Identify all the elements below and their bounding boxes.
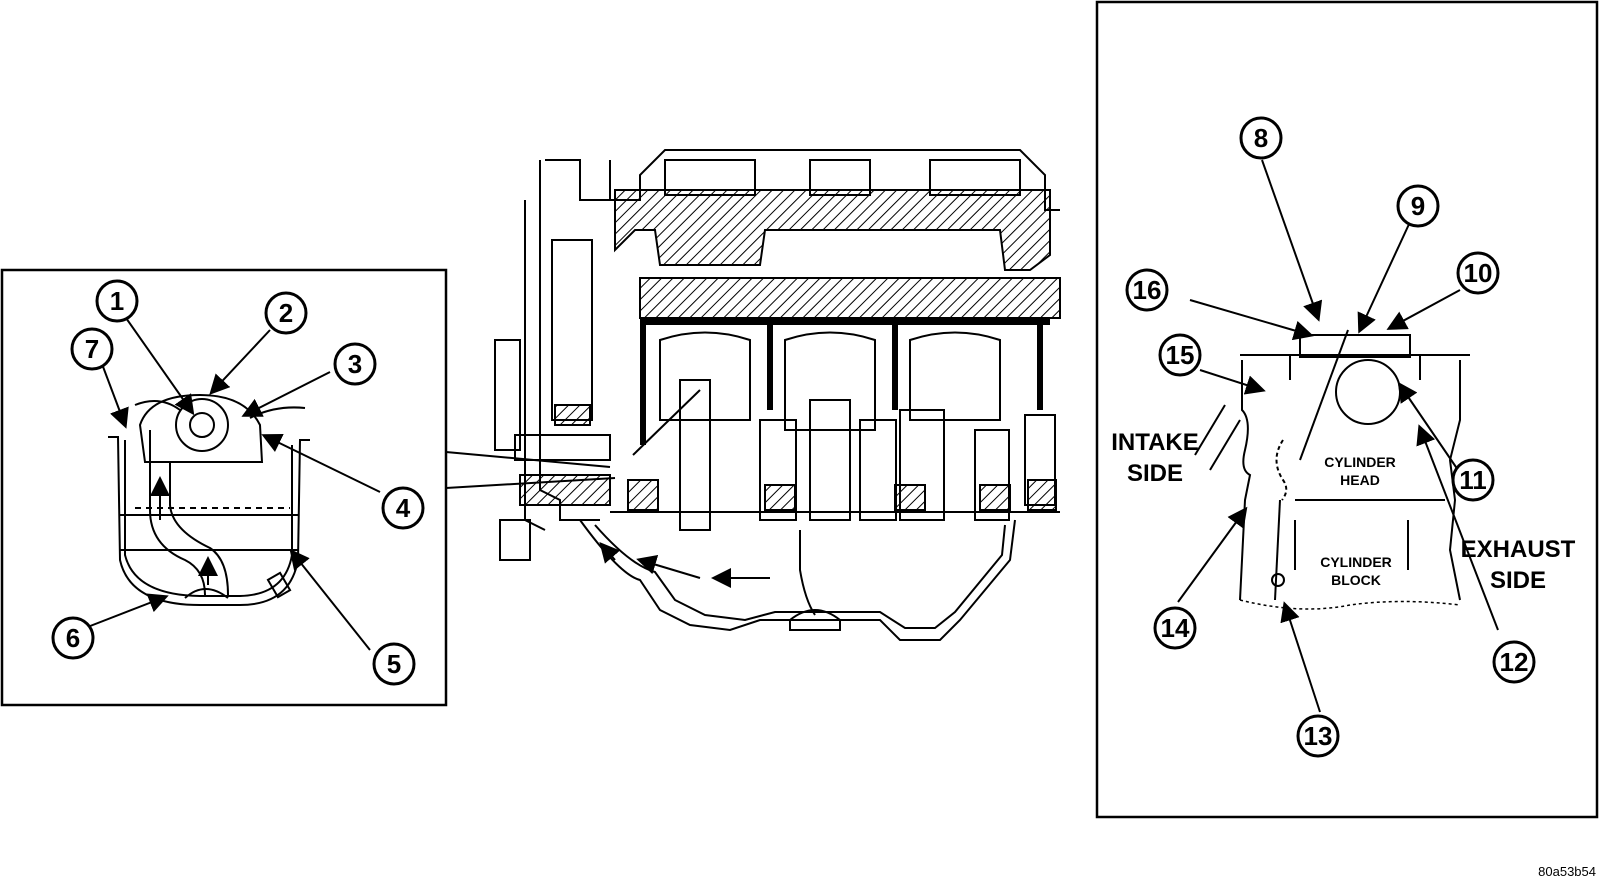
callout-4-label: 4	[396, 493, 411, 523]
callout-12: 12	[1492, 640, 1536, 684]
callout-8: 8	[1239, 116, 1283, 160]
callout-2: 2	[264, 291, 308, 335]
callout-13: 13	[1296, 714, 1340, 758]
intake-side-label-line2: SIDE	[1127, 460, 1183, 487]
callout-5-label: 5	[387, 649, 401, 679]
cylinder-block-label-line2: BLOCK	[1331, 572, 1381, 588]
cylinder-head-inset	[1095, 0, 1599, 819]
callout-9-label: 9	[1411, 191, 1425, 221]
engine-cross-section	[494, 149, 1061, 641]
callout-15-label: 15	[1166, 340, 1195, 370]
callout-14-label: 14	[1161, 613, 1190, 643]
callout-12-label: 12	[1500, 647, 1529, 677]
callout-1: 1	[95, 279, 139, 323]
callout-14: 14	[1153, 606, 1197, 650]
callout-7: 7	[70, 327, 114, 371]
callout-6-label: 6	[66, 623, 80, 653]
cylinder-head-label-line1: CYLINDER	[1324, 454, 1396, 470]
cylinder-block-label-line1: CYLINDER	[1320, 554, 1392, 570]
callout-13-label: 13	[1304, 721, 1333, 751]
callout-11: 11	[1451, 458, 1495, 502]
right-inset-leaders	[1177, 159, 1499, 713]
callout-3-label: 3	[348, 349, 362, 379]
callout-7-label: 7	[85, 334, 99, 364]
callout-1-label: 1	[110, 286, 124, 316]
callout-5: 5	[372, 642, 416, 686]
callout-9: 9	[1396, 184, 1440, 228]
callout-10: 10	[1456, 251, 1500, 295]
callout-11-label: 11	[1459, 465, 1487, 495]
callout-16-label: 16	[1133, 275, 1162, 305]
oil-pump-inset	[0, 268, 448, 707]
callout-10-label: 10	[1464, 258, 1493, 288]
callout-15: 15	[1158, 333, 1202, 377]
left-inset-leaders	[84, 317, 381, 651]
callout-6: 6	[51, 616, 95, 660]
intake-side-label-line1: INTAKE	[1111, 429, 1199, 456]
callout-16: 16	[1125, 268, 1169, 312]
callout-4: 4	[381, 486, 425, 530]
cylinder-head-label-line2: HEAD	[1340, 472, 1380, 488]
callout-3: 3	[333, 342, 377, 386]
exhaust-side-label-line2: SIDE	[1490, 567, 1546, 594]
callout-8-label: 8	[1254, 123, 1268, 153]
exhaust-side-label-line1: EXHAUST	[1461, 536, 1576, 563]
callout-2-label: 2	[279, 298, 293, 328]
figure-reference-code: 80a53b54	[1538, 864, 1596, 879]
